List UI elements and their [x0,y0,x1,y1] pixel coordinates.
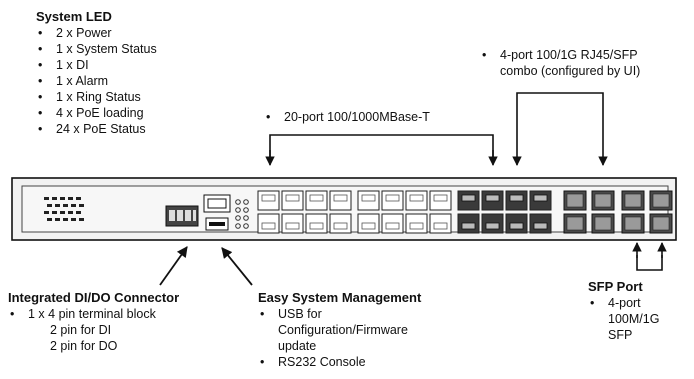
rj45-bracket-arrow [265,134,498,166]
rj45-port-socket [509,222,524,230]
rj45-port-socket [361,194,376,202]
rj45-port-array [257,190,552,234]
vent-hole [60,211,65,214]
sfp-cage-slot [652,216,670,231]
dido-sub-do: 2 pin for DO [50,339,118,353]
list-item: 24 x PoE Status [36,121,157,137]
vent-hole [71,204,76,207]
mgmt-title: Easy System Management [258,290,422,305]
rj45-port-socket [461,194,476,202]
rj45-port-socket [333,194,348,202]
rj45-port-socket [509,194,524,202]
vent-hole [52,211,57,214]
sfp-cage-slot [566,216,584,231]
rj45-port-socket [285,222,300,230]
rj45-port-socket [461,222,476,230]
terminal-block [165,205,199,227]
rj45-port-socket [433,222,448,230]
rj45-port-socket [433,194,448,202]
vent-hole [44,211,49,214]
sfp-line3: SFP [608,328,633,342]
combo-ports-line2: combo (configured by UI) [500,64,641,78]
vent-hole [76,211,81,214]
sfp-cage-slot [594,193,612,208]
mgmt-usb: USB for [258,306,421,322]
dido-item: 1 x 4 pin terminal block [8,306,179,322]
dido-title: Integrated DI/DO Connector [8,290,180,305]
combo-bracket-arrow [512,92,608,166]
vent-hole [44,197,49,200]
rj45-port-socket [285,194,300,202]
rj45-port-socket [485,222,500,230]
rj45-port-socket [533,222,548,230]
sfp-cage-slot [652,193,670,208]
sfp-title: SFP Port [588,279,643,294]
dido-block: Integrated DI/DO Connector 1 x 4 pin ter… [8,289,179,354]
system-led-list: 2 x Power 1 x System Status 1 x DI 1 x A… [36,25,157,137]
vent-hole [68,211,73,214]
rj45-port-socket [261,194,276,202]
mgmt-usb-line2: Configuration/Firmware [278,323,408,337]
rj45-port-socket [385,194,400,202]
dido-arrow [159,246,188,286]
usb-port [205,217,229,231]
sfp-cage-slot [566,193,584,208]
sfp-line1: 4-port [588,295,659,311]
sfp-port-array [563,190,673,234]
led-indicators [235,199,249,229]
vent-hole [68,197,73,200]
mgmt-block: Easy System Management USB for Configura… [258,289,421,370]
list-item: 1 x DI [36,57,157,73]
list-item: 4 x PoE loading [36,105,157,121]
vent-hole [79,218,84,221]
vent-hole [47,204,52,207]
rj45-port-socket [485,194,500,202]
vent-hole [79,204,84,207]
list-item: 1 x Ring Status [36,89,157,105]
rj45-port-socket [533,194,548,202]
sfp-cage-slot [624,193,642,208]
sfp-line2: 100M/1G [608,312,660,326]
vent-hole [60,197,65,200]
list-item: 1 x System Status [36,41,157,57]
sfp-cage-slot [624,216,642,231]
list-item: 2 x Power [36,25,157,41]
sfp-block: SFP Port 4-port 100M/1G SFP [588,278,659,343]
system-led-block: System LED 2 x Power 1 x System Status 1… [36,8,157,137]
sfp-bracket-arrow [632,242,667,271]
vent-hole [55,218,60,221]
combo-ports-line1: 4-port 100/1G RJ45/SFP [480,47,640,63]
combo-ports-block: 4-port 100/1G RJ45/SFP combo (configured… [480,47,640,79]
vent-grille [44,197,84,221]
mgmt-usb-line3: update [278,339,317,353]
vent-hole [71,218,76,221]
sfp-cage-slot [594,216,612,231]
rj45-ports-block: 20-port 100/1000MBase-T [264,109,430,125]
vent-hole [63,204,68,207]
rj45-ports-label: 20-port 100/1000MBase-T [264,109,430,125]
rj45-port-socket [409,222,424,230]
mgmt-rs232: RS232 Console [258,354,421,370]
rj45-port-socket [333,222,348,230]
mgmt-arrow [221,247,253,286]
rj45-port-socket [409,194,424,202]
rj45-port-socket [261,222,276,230]
vent-hole [47,218,52,221]
dido-sub-di: 2 pin for DI [50,323,112,337]
console-port [203,194,231,213]
vent-hole [76,197,81,200]
rj45-port-socket [309,194,324,202]
vent-hole [52,197,57,200]
rj45-port-socket [361,222,376,230]
vent-hole [55,204,60,207]
rj45-port-socket [309,222,324,230]
list-item: 1 x Alarm [36,73,157,89]
system-led-title: System LED [36,9,112,24]
vent-hole [63,218,68,221]
rj45-port-socket [385,222,400,230]
